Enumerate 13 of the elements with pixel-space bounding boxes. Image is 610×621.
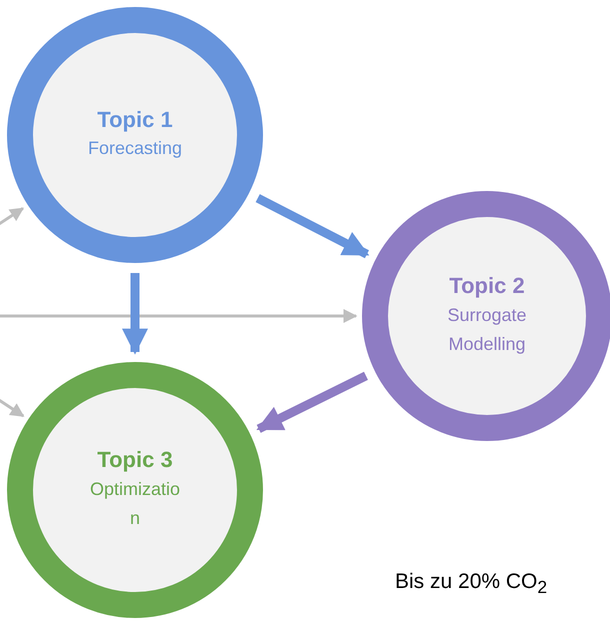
arrow [256, 194, 370, 258]
arrow [0, 207, 24, 228]
arrow [0, 396, 24, 418]
arrow [122, 273, 148, 355]
topic-title: Topic 3 [97, 446, 173, 474]
arrow [0, 309, 358, 323]
topic-subtitle: Surrogate Modelling [446, 304, 528, 356]
topic-title: Topic 2 [449, 272, 525, 300]
topic-title: Topic 1 [97, 106, 173, 134]
topic-subtitle: Forecasting [86, 137, 184, 160]
topic-subtitle: Optimization [88, 478, 182, 530]
arrow [256, 372, 368, 433]
note-text: Bis zu 20% CO$_{2}$ [395, 570, 548, 598]
